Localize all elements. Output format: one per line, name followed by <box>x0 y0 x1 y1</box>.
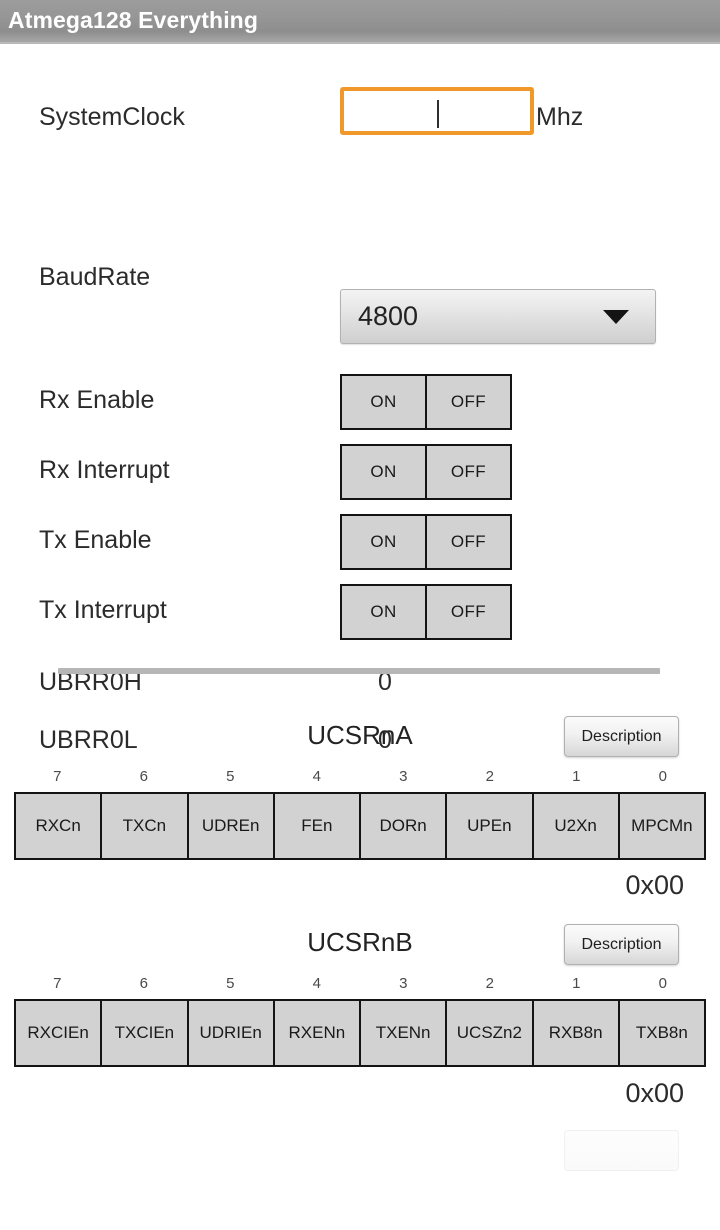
bit-cell[interactable]: TXCn <box>102 794 189 858</box>
system-clock-input[interactable] <box>340 87 534 135</box>
bit-cell[interactable]: TXCIEn <box>102 1001 189 1065</box>
tx-interrupt-off-button[interactable]: OFF <box>450 602 487 621</box>
bit-cell[interactable]: UPEn <box>447 794 534 858</box>
bit-number-row-ucsrnb: 7 6 5 4 3 2 1 0 <box>14 973 706 995</box>
rx-enable-label: Rx Enable <box>39 386 155 414</box>
app-title: Atmega128 Everything <box>8 6 258 33</box>
register-name-ucsrna: UCSRnA <box>307 720 413 750</box>
bit-number: 3 <box>399 768 408 785</box>
bit-cell[interactable]: UDRIEn <box>189 1001 275 1065</box>
bit-number: 3 <box>399 975 408 992</box>
bit-number: 6 <box>139 975 148 992</box>
bit-table-ucsrna: RXCn TXCn UDREn FEn DORn UPEn U2Xn MPCMn <box>14 792 706 860</box>
ubrr0h-value: 0 <box>378 668 392 696</box>
rx-enable-on-button[interactable]: ON <box>342 376 427 428</box>
ubrr0l-label: UBRR0L <box>39 726 138 754</box>
rx-interrupt-off-button[interactable]: OFF <box>450 462 487 481</box>
app-title-bar: Atmega128 Everything <box>0 0 720 44</box>
baud-rate-value: 4800 <box>358 300 419 331</box>
bit-cell[interactable]: RXCIEn <box>16 1001 103 1065</box>
register-hex-value-ucsrna: 0x00 <box>625 870 684 900</box>
description-button-partial[interactable] <box>564 1130 679 1171</box>
tx-enable-label: Tx Enable <box>39 526 152 554</box>
tx-interrupt-on-button[interactable]: ON <box>342 586 427 638</box>
bit-number: 6 <box>139 768 148 785</box>
tx-enable-off-button[interactable]: OFF <box>450 532 487 551</box>
register-hex-value-ucsrnb: 0x00 <box>625 1078 684 1108</box>
bit-cell[interactable]: TXB8n <box>635 1023 688 1042</box>
bit-number: 5 <box>226 975 235 992</box>
bit-cell[interactable]: UCSZn2 <box>447 1001 534 1065</box>
bit-number: 4 <box>312 975 321 992</box>
rx-interrupt-toggle[interactable]: ON OFF <box>340 444 512 500</box>
bit-number: 2 <box>485 975 494 992</box>
system-clock-label: SystemClock <box>39 103 185 131</box>
rx-interrupt-label: Rx Interrupt <box>39 456 170 484</box>
section-divider <box>58 668 660 674</box>
tx-enable-on-button[interactable]: ON <box>342 516 427 568</box>
bit-number: 4 <box>312 768 321 785</box>
bit-number: 2 <box>485 768 494 785</box>
ubrr0l-value: 0 <box>378 726 392 754</box>
bit-cell[interactable]: RXCn <box>16 794 103 858</box>
row-system-clock: SystemClock Mhz <box>0 46 720 135</box>
description-button-ucsrna[interactable]: Description <box>564 716 679 757</box>
bit-cell[interactable]: FEn <box>275 794 361 858</box>
description-button-ucsrnb[interactable]: Description <box>564 924 679 965</box>
bit-cell[interactable]: RXB8n <box>534 1001 620 1065</box>
bit-number: 0 <box>658 768 667 785</box>
bit-number: 1 <box>572 768 581 785</box>
bit-number: 0 <box>658 975 667 992</box>
bit-cell[interactable]: RXENn <box>275 1001 361 1065</box>
rx-enable-off-button[interactable]: OFF <box>450 392 487 411</box>
bit-number: 5 <box>226 768 235 785</box>
tx-interrupt-label: Tx Interrupt <box>39 596 167 624</box>
rx-interrupt-on-button[interactable]: ON <box>342 446 427 498</box>
system-clock-unit-label: Mhz <box>536 103 584 131</box>
bit-cell[interactable]: U2Xn <box>534 794 620 858</box>
bit-number: 7 <box>53 975 62 992</box>
bit-cell[interactable]: UDREn <box>189 794 275 858</box>
bit-cell[interactable]: MPCMn <box>631 816 693 835</box>
bit-number-row-ucsrna: 7 6 5 4 3 2 1 0 <box>14 766 706 788</box>
tx-enable-toggle[interactable]: ON OFF <box>340 514 512 570</box>
bit-number: 7 <box>53 768 62 785</box>
rx-enable-toggle[interactable]: ON OFF <box>340 374 512 430</box>
bit-table-ucsrnb: RXCIEn TXCIEn UDRIEn RXENn TXENn UCSZn2 … <box>14 999 706 1067</box>
chevron-down-icon <box>603 309 629 324</box>
baud-rate-label: BaudRate <box>39 263 151 291</box>
register-name-ucsrnb: UCSRnB <box>307 927 413 957</box>
bit-number: 1 <box>572 975 581 992</box>
text-caret <box>437 100 439 128</box>
settings-form: SystemClock Mhz BaudRate 4800 Rx Enable … <box>0 46 720 754</box>
tx-interrupt-toggle[interactable]: ON OFF <box>340 584 512 640</box>
bit-cell[interactable]: DORn <box>361 794 448 858</box>
baud-rate-spinner[interactable]: 4800 <box>340 289 656 344</box>
bit-cell[interactable]: TXENn <box>361 1001 448 1065</box>
